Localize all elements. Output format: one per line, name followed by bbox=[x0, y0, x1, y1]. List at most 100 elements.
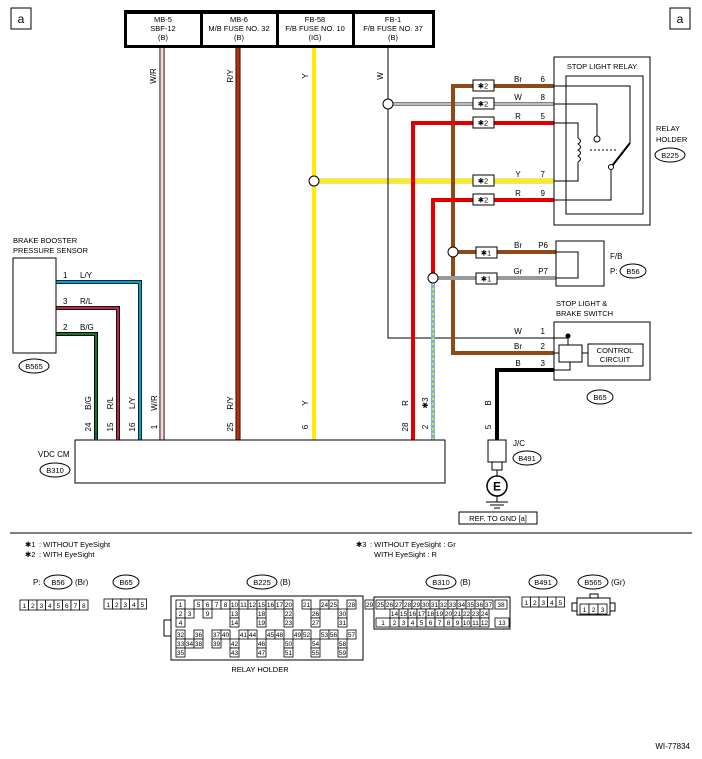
pin-number: 23 bbox=[472, 611, 480, 618]
pin-number: 42 bbox=[231, 641, 239, 648]
svg-text:25: 25 bbox=[226, 422, 235, 431]
pin-number: 7 bbox=[215, 602, 219, 609]
svg-text:F/B FUSE NO. 37: F/B FUSE NO. 37 bbox=[363, 24, 423, 33]
svg-text:R/L: R/L bbox=[106, 396, 115, 409]
svg-text:(B): (B) bbox=[460, 578, 471, 587]
svg-text:P6: P6 bbox=[538, 241, 548, 250]
pin-number: 45 bbox=[267, 632, 275, 639]
wire-r-9 bbox=[431, 198, 554, 278]
pin-cell bbox=[211, 638, 222, 649]
svg-text:B65: B65 bbox=[119, 578, 132, 587]
pin-number: 3 bbox=[123, 602, 127, 609]
svg-text:B: B bbox=[515, 359, 520, 368]
wire-bg bbox=[56, 332, 98, 440]
pin-number: 19 bbox=[436, 611, 444, 618]
pin-number: 54 bbox=[312, 641, 320, 648]
pin-number: 3 bbox=[402, 620, 406, 627]
junction-connector: 5 J/C B491 E REF. TO GND [a] bbox=[458, 424, 542, 525]
pin-number: 47 bbox=[258, 650, 266, 657]
fb-connector: P6 P7 Br Gr ✱1 ✱1 F/B P: B56 bbox=[475, 240, 647, 287]
junction-y bbox=[308, 175, 320, 187]
svg-text:(B): (B) bbox=[280, 578, 291, 587]
svg-text:15: 15 bbox=[106, 422, 115, 431]
pin-number: 55 bbox=[312, 650, 320, 657]
svg-text:RELAY HOLDER: RELAY HOLDER bbox=[231, 665, 289, 674]
wire-r-5 bbox=[411, 121, 554, 440]
svg-text:W/R: W/R bbox=[150, 395, 159, 411]
junction-br bbox=[447, 246, 459, 258]
pin-number: 59 bbox=[339, 650, 347, 657]
pin-number: 2 bbox=[179, 611, 183, 618]
svg-text:✱2: ✱2 bbox=[478, 100, 488, 109]
pin-number: 13 bbox=[498, 620, 506, 627]
svg-text:FB-58: FB-58 bbox=[305, 15, 325, 24]
svg-text:STOP LIGHT &: STOP LIGHT & bbox=[556, 299, 607, 308]
svg-text:Y: Y bbox=[301, 400, 310, 406]
pin-number: 50 bbox=[285, 641, 293, 648]
svg-text:W: W bbox=[514, 327, 522, 336]
svg-text:1: 1 bbox=[150, 424, 159, 429]
pin-number: 6 bbox=[429, 620, 433, 627]
svg-text:2: 2 bbox=[421, 424, 430, 429]
notes: ✱1 : WITHOUT EyeSight ✱2 : WITH EyeSight… bbox=[25, 540, 456, 559]
pin-number: 26 bbox=[312, 611, 320, 618]
svg-text:✱3: ✱3 bbox=[356, 540, 366, 549]
svg-text:(Gr): (Gr) bbox=[611, 578, 626, 587]
pin-cell bbox=[494, 617, 510, 628]
svg-text:1: 1 bbox=[541, 327, 546, 336]
pin-number: 4 bbox=[179, 620, 183, 627]
svg-text:Br: Br bbox=[514, 241, 522, 250]
pin-number: 2 bbox=[393, 620, 397, 627]
pin-number: 28 bbox=[348, 602, 356, 609]
pin-number: 11 bbox=[240, 602, 247, 609]
svg-text:R/Y: R/Y bbox=[226, 396, 235, 410]
wire-labels-bottom: B/G R/L L/Y W/R R/Y Y R ✱3 B bbox=[84, 395, 493, 411]
svg-text:Br: Br bbox=[514, 75, 522, 84]
svg-text:R: R bbox=[401, 400, 410, 406]
svg-text:✱1: ✱1 bbox=[481, 275, 491, 284]
svg-text:3: 3 bbox=[541, 359, 546, 368]
fuse-fb58: FB-58 F/B FUSE NO. 10 (IG) bbox=[285, 15, 345, 42]
svg-text:HOLDER: HOLDER bbox=[656, 135, 688, 144]
svg-text:CONTROL: CONTROL bbox=[597, 346, 634, 355]
stop-light-brake-switch: STOP LIGHT & BRAKE SWITCH CONTROL CIRCUI… bbox=[514, 299, 651, 405]
svg-text:(B): (B) bbox=[158, 33, 169, 42]
pin-number: 2 bbox=[533, 600, 537, 607]
pin-number: 36 bbox=[476, 602, 484, 609]
svg-text:R/L: R/L bbox=[80, 297, 93, 306]
pin-number: 15 bbox=[400, 611, 408, 618]
pin-cell bbox=[274, 629, 285, 640]
svg-text:7: 7 bbox=[541, 170, 546, 179]
pin-number: 44 bbox=[249, 632, 257, 639]
pin-number: 1 bbox=[381, 620, 385, 627]
pin-cell bbox=[301, 599, 312, 610]
pin-cell bbox=[283, 647, 294, 658]
pin-number: 4 bbox=[48, 603, 52, 610]
pin-number: 6 bbox=[65, 603, 69, 610]
pin-cell bbox=[494, 599, 508, 610]
pin-number: 58 bbox=[339, 641, 347, 648]
pin-number: 31 bbox=[339, 620, 347, 627]
pin-number: 5 bbox=[197, 602, 201, 609]
connector-b310-label: B310 bbox=[46, 466, 64, 475]
svg-text:24: 24 bbox=[84, 422, 93, 431]
svg-text:MB-6: MB-6 bbox=[230, 15, 248, 24]
svg-text:Br: Br bbox=[514, 342, 522, 351]
svg-text:B565: B565 bbox=[584, 578, 602, 587]
svg-text:B491: B491 bbox=[534, 578, 552, 587]
pin-number: 12 bbox=[481, 620, 489, 627]
pin-number: 23 bbox=[285, 620, 293, 627]
pin-number: 32 bbox=[440, 602, 448, 609]
pin-number: 10 bbox=[463, 620, 471, 627]
pin-number: 37 bbox=[213, 632, 221, 639]
brake-booster-sensor: BRAKE BOOSTER PRESSURE SENSOR 1 3 2 L/Y … bbox=[12, 236, 94, 374]
svg-text:P:: P: bbox=[610, 267, 618, 276]
svg-text:16: 16 bbox=[128, 422, 137, 431]
pin-number: 5 bbox=[140, 602, 144, 609]
pin-number: 19 bbox=[258, 620, 266, 627]
svg-text:SBF-12: SBF-12 bbox=[150, 24, 175, 33]
